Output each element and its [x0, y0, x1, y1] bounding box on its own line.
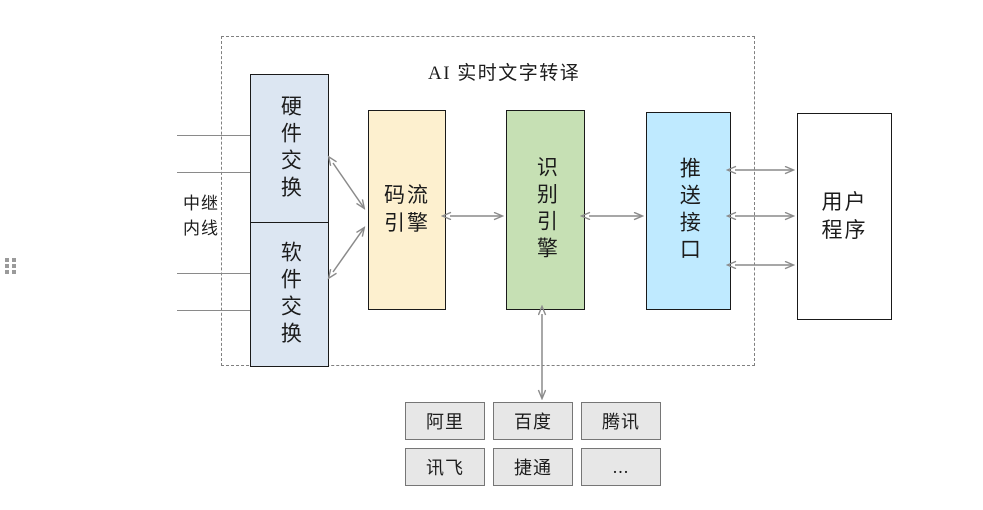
box-recognition-engine-label: 识别引擎: [534, 156, 559, 264]
vendor-box-2[interactable]: 腾讯: [581, 402, 661, 440]
trunk-extension-label: 中继 内线: [173, 192, 229, 241]
drag-dot: [12, 270, 16, 274]
drag-dot: [5, 264, 9, 268]
box-user-program-label: 用户程序: [821, 189, 868, 242]
vendor-box-3[interactable]: 讯飞: [405, 448, 485, 486]
box-user-program[interactable]: 用户程序: [797, 113, 892, 320]
box-recognition-engine[interactable]: 识别引擎: [506, 110, 585, 310]
vendor-label-4: 捷通: [514, 458, 552, 478]
drag-dot: [5, 270, 9, 274]
trunk-extension-label-line1: 中继: [183, 194, 219, 213]
trunk-line-2: [177, 172, 251, 173]
trunk-line-3: [177, 273, 251, 274]
trunk-line-1: [177, 135, 251, 136]
box-software-switch[interactable]: 软件交换: [250, 222, 329, 367]
box-push-interface[interactable]: 推送接口: [646, 112, 731, 310]
box-hardware-switch[interactable]: 硬件交换: [250, 74, 329, 223]
vendor-box-1[interactable]: 百度: [493, 402, 573, 440]
vendor-box-4[interactable]: 捷通: [493, 448, 573, 486]
vendor-label-5: ...: [612, 456, 630, 477]
drag-handle-icon[interactable]: [5, 258, 16, 276]
box-software-switch-label: 软件交换: [278, 240, 303, 349]
vendor-label-3: 讯飞: [426, 458, 464, 478]
trunk-line-4: [177, 310, 251, 311]
box-hardware-switch-label: 硬件交换: [278, 94, 303, 203]
ai-system-boundary: [221, 36, 755, 366]
box-push-interface-label: 推送接口: [677, 157, 702, 265]
diagram-title: AI 实时文字转译: [428, 63, 581, 84]
drag-dot: [12, 264, 16, 268]
trunk-extension-label-line2: 内线: [183, 218, 219, 238]
vendor-box-5[interactable]: ...: [581, 448, 661, 486]
vendor-label-2: 腾讯: [602, 412, 640, 432]
vendor-label-0: 阿里: [426, 412, 464, 432]
vendor-box-0[interactable]: 阿里: [405, 402, 485, 440]
box-stream-engine[interactable]: 码流引擎: [368, 110, 446, 310]
vendor-label-1: 百度: [514, 412, 552, 432]
box-stream-engine-label: 码流引擎: [383, 183, 430, 235]
drag-dot: [12, 258, 16, 262]
drag-dot: [5, 258, 9, 262]
